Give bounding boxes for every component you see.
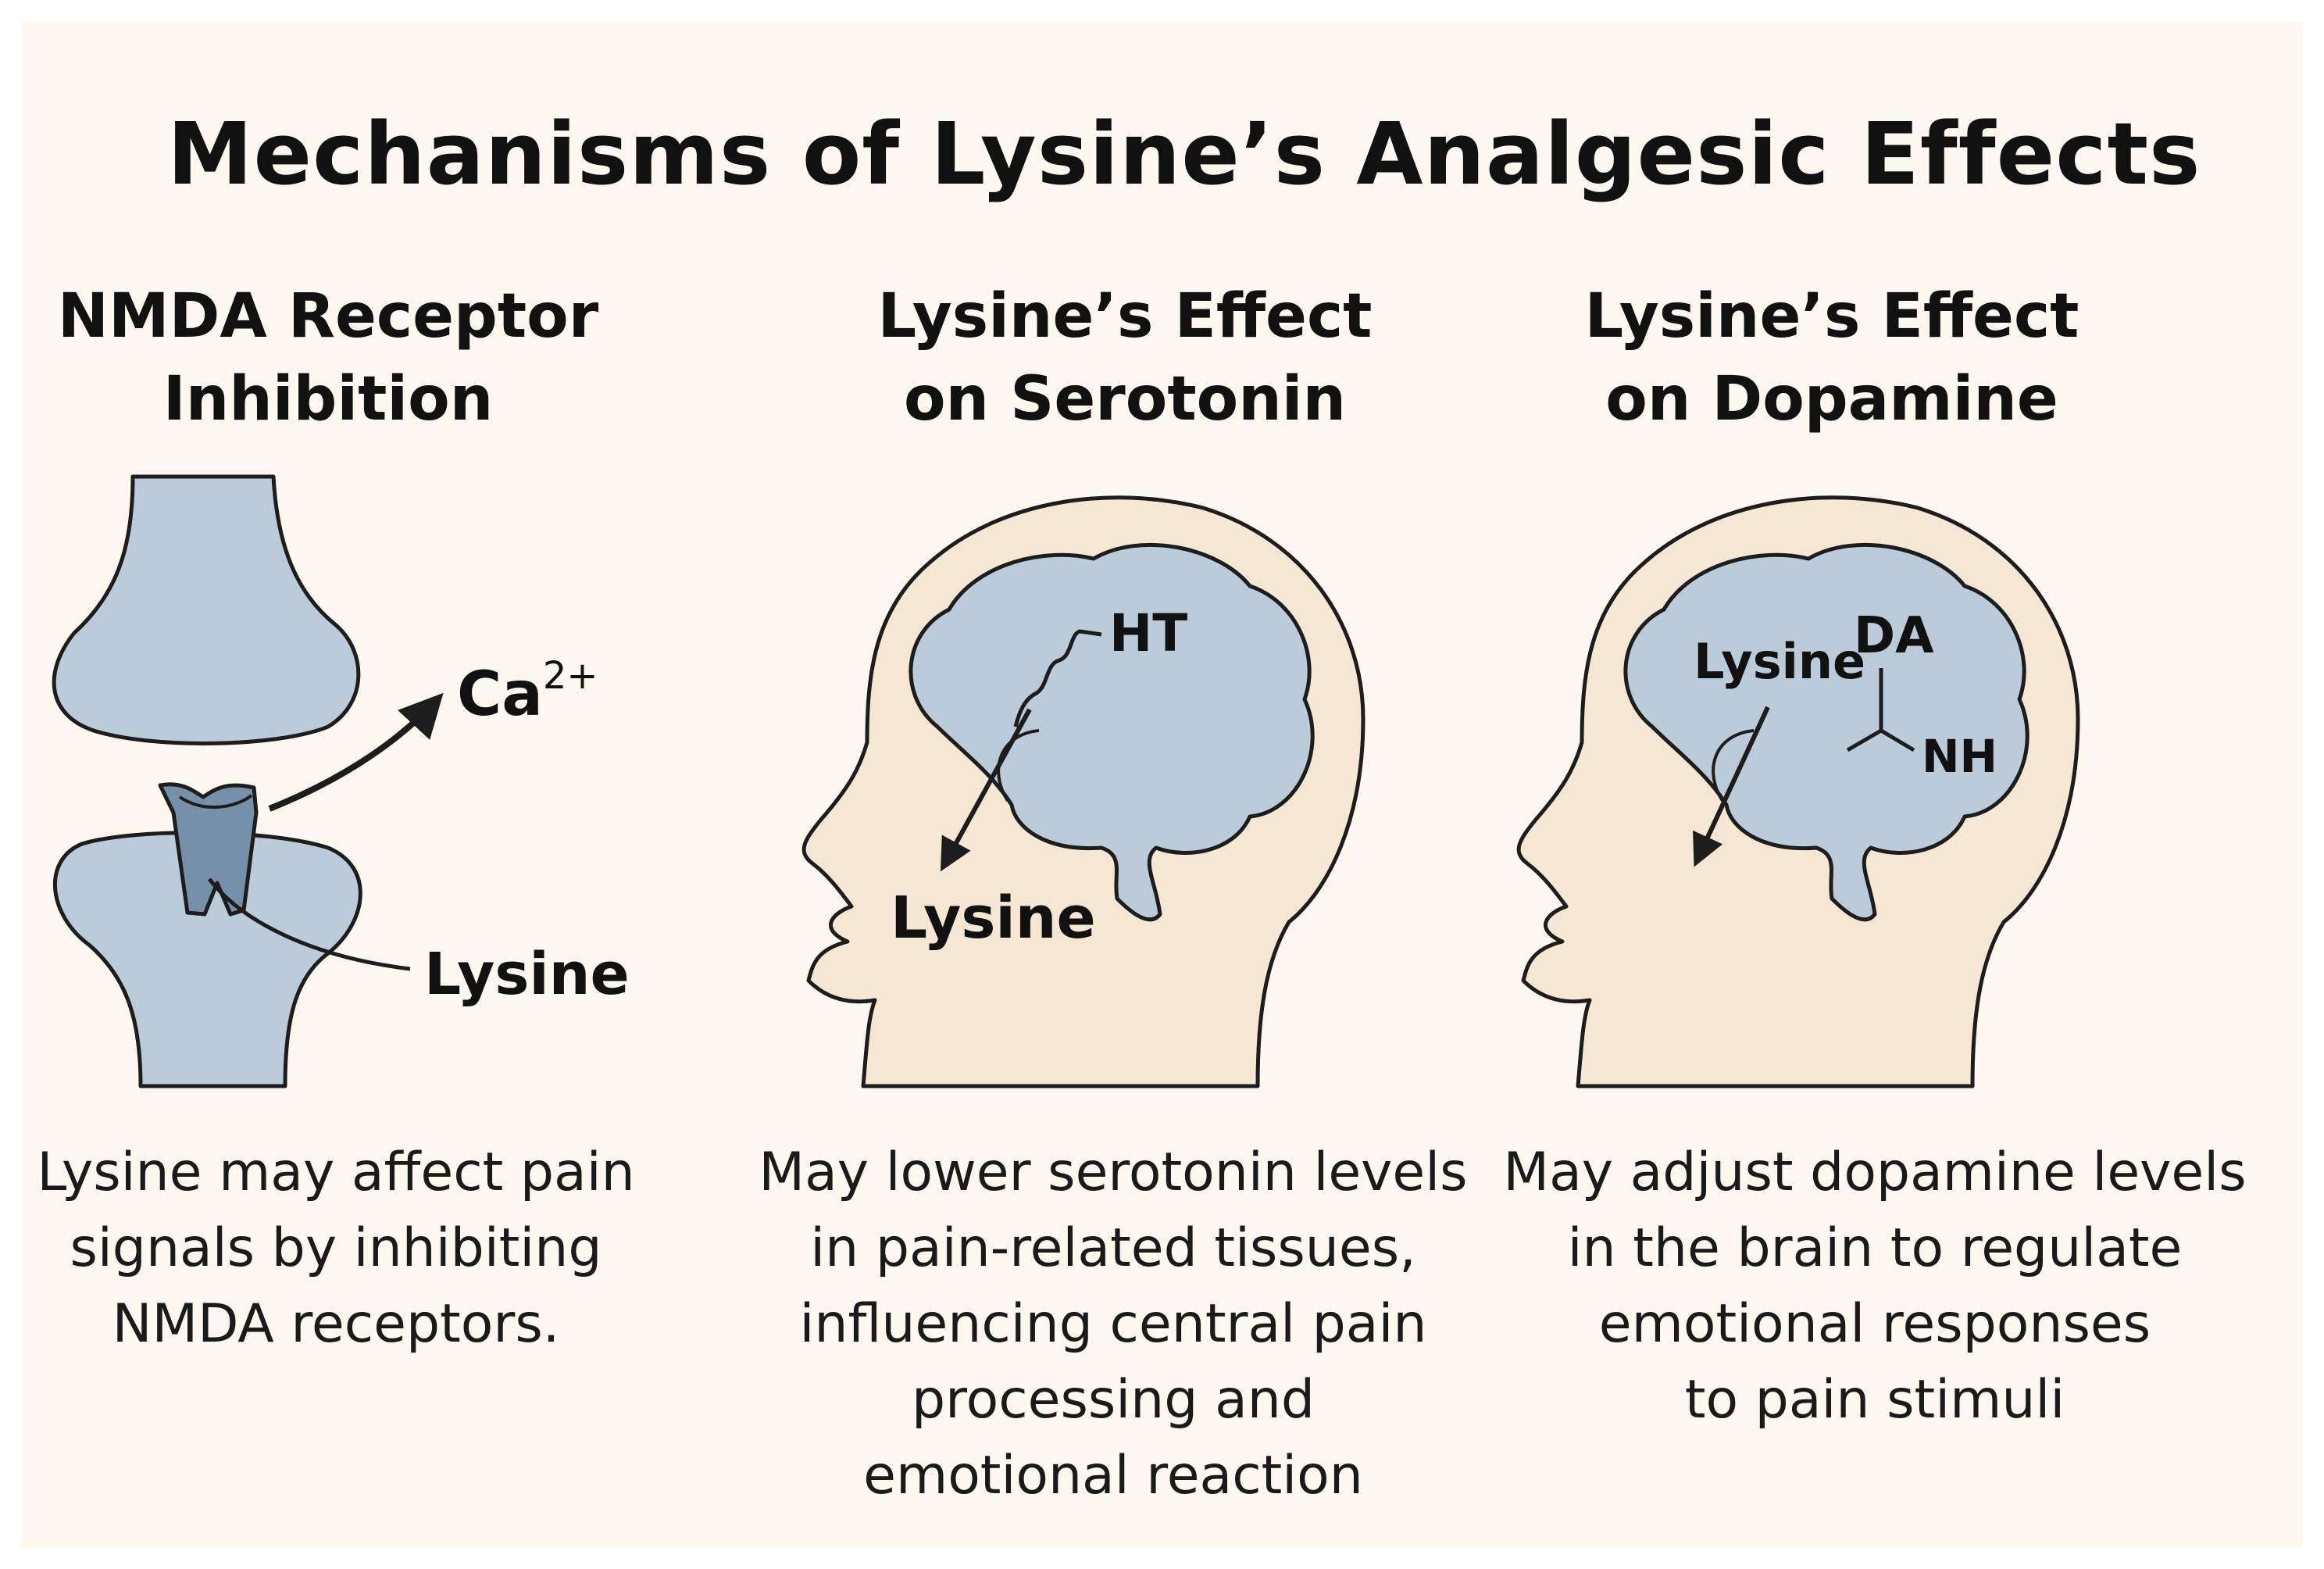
- description-serotonin-line-1: May lower serotonin levels: [759, 1142, 1468, 1203]
- head-serotonin: [801, 495, 1365, 1088]
- heading-serotonin: Lysine’s Effect on Serotonin: [828, 275, 1422, 441]
- heading-dopamine: Lysine’s Effect on Dopamine: [1535, 275, 2129, 441]
- dopamine-arrow: [1693, 706, 1770, 867]
- presynaptic-terminal: [52, 474, 361, 745]
- serotonin-molecule-line: [1013, 629, 1102, 727]
- description-serotonin-line-2: in pain-related tissues,: [810, 1217, 1416, 1279]
- nmda-receptor-channel: [158, 782, 259, 917]
- description-nmda-line-1: Lysine may affect pain: [37, 1142, 635, 1203]
- heading-serotonin-line-1: Lysine’s Effect: [877, 281, 1373, 352]
- description-dopamine-line-2: in the brain to regulate: [1567, 1217, 2183, 1279]
- brain: [909, 543, 1315, 922]
- description-dopamine-line-4: to pain stimuli: [1684, 1369, 2065, 1431]
- lysine-pointer-line: [208, 877, 411, 971]
- serotonin-ht-label: HT: [1109, 603, 1188, 663]
- brain-2: [1623, 543, 2029, 922]
- heading-serotonin-line-2: on Serotonin: [903, 364, 1347, 434]
- description-dopamine-line-3: emotional responses: [1598, 1293, 2151, 1355]
- lysine-label-serotonin: Lysine: [891, 885, 1096, 952]
- description-serotonin-line-5: emotional reaction: [863, 1445, 1363, 1506]
- heading-nmda-line-1: NMDA Receptor: [57, 281, 599, 352]
- serotonin-arrow: [940, 708, 1032, 872]
- lysine-label-synapse: Lysine: [424, 941, 630, 1008]
- heading-nmda: NMDA Receptor Inhibition: [31, 275, 625, 441]
- head-dopamine: [1516, 495, 2080, 1088]
- description-nmda-line-2: signals by inhibiting: [70, 1217, 602, 1279]
- heading-dopamine-line-2: on Dopamine: [1605, 364, 2058, 434]
- description-dopamine: May adjust dopamine levels in the brain …: [1484, 1135, 2265, 1438]
- dopamine-structure: [1846, 668, 1915, 752]
- calcium-ion-symbol: Ca: [457, 659, 543, 730]
- calcium-ion-label: Ca2+: [457, 638, 598, 732]
- description-dopamine-line-1: May adjust dopamine levels: [1503, 1142, 2247, 1203]
- description-serotonin: May lower serotonin levels in pain-relat…: [734, 1135, 1492, 1514]
- description-serotonin-line-4: processing and: [911, 1369, 1315, 1431]
- dopamine-nh-label: NH: [1922, 730, 1998, 783]
- page-title: Mechanisms of Lysine’s Analgesic Effects: [167, 104, 2201, 204]
- dopamine-da-label: DA: [1854, 607, 1934, 665]
- description-serotonin-line-3: influencing central pain: [799, 1293, 1427, 1355]
- description-nmda: Lysine may affect pain signals by inhibi…: [23, 1135, 648, 1362]
- heading-nmda-line-2: Inhibition: [162, 364, 494, 434]
- arrow-to-ion: [268, 692, 444, 812]
- calcium-ion-charge: 2+: [542, 654, 598, 698]
- synapse-illustration: [52, 474, 444, 1088]
- description-nmda-line-3: NMDA receptors.: [112, 1293, 560, 1355]
- heading-dopamine-line-1: Lysine’s Effect: [1584, 281, 2079, 352]
- lysine-label-dopamine: Lysine: [1694, 633, 1866, 690]
